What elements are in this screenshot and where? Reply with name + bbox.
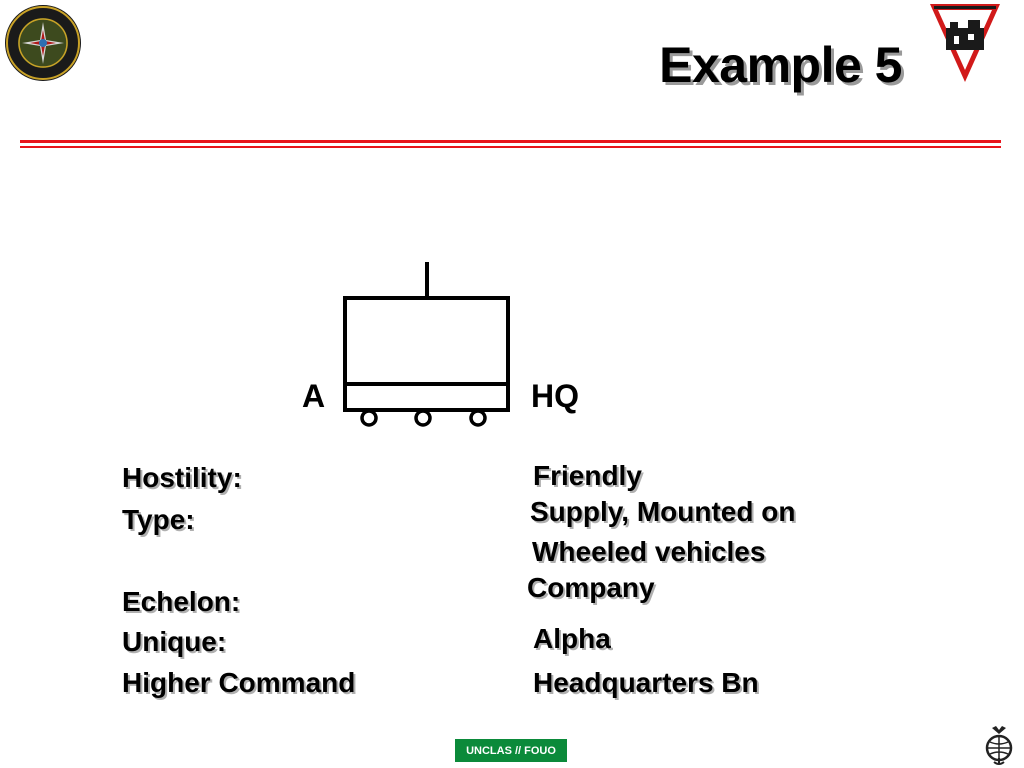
unique-designation-label: A: [302, 378, 326, 414]
echelon-value: Company: [527, 572, 655, 603]
echelon-label: Echelon:: [122, 586, 241, 617]
higher-command-label: HQ: [531, 378, 579, 414]
classification-badge: UNCLAS // FOUO: [455, 739, 567, 762]
title-divider-top: [20, 140, 1001, 143]
unique-value: Alpha: [533, 623, 611, 654]
unique-label: Unique:: [122, 626, 227, 657]
higher-command-value: Headquarters Bn: [533, 667, 759, 698]
type-value-line2: Wheeled vehicles: [532, 536, 766, 567]
intelligence-schools-seal-logo: [5, 5, 81, 81]
title-divider-bottom: [20, 146, 1001, 148]
eagle-globe-anchor-icon: [985, 726, 1013, 765]
intelligence-cell-pennant-logo: [930, 4, 1000, 82]
slide-title: Example 5: [659, 37, 902, 93]
wheel-icon: [469, 409, 487, 427]
higher-command-field-label: Higher Command: [122, 667, 356, 698]
hostility-value: Friendly: [533, 460, 642, 491]
wheel-icon: [414, 409, 432, 427]
type-label: Type:: [122, 504, 195, 535]
unit-frame: [343, 296, 510, 412]
type-value-line1: Supply, Mounted on: [530, 496, 796, 527]
hostility-label: Hostility:: [122, 462, 242, 493]
unit-symbol: [343, 262, 510, 427]
wheel-icon: [360, 409, 378, 427]
